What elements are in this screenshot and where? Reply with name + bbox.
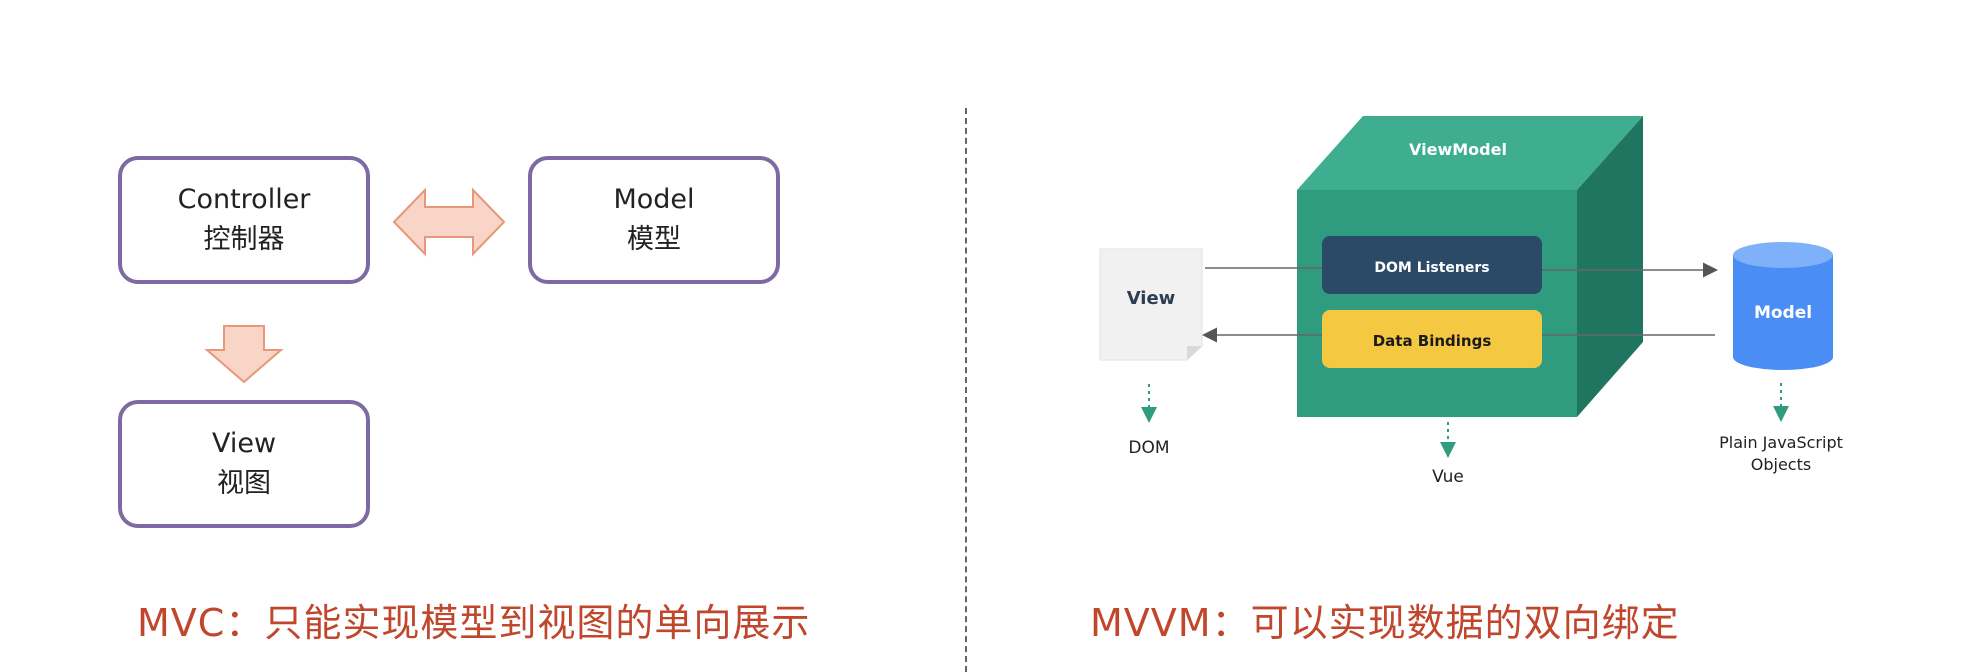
- view-box: View 视图: [118, 400, 370, 528]
- mvvm-view-label: View: [1127, 288, 1176, 309]
- cube-top: [1297, 116, 1643, 190]
- view-label: View: [211, 428, 277, 459]
- data-bindings-label: Data Bindings: [1373, 332, 1492, 350]
- mvvm-caption: MVVM：可以实现数据的双向绑定: [1090, 601, 1680, 645]
- section-divider: [965, 108, 967, 672]
- plain-js-label-line2: Objects: [1751, 455, 1811, 474]
- model-cylinder-icon: [1733, 242, 1833, 370]
- controller-label-cn: 控制器: [203, 224, 285, 255]
- controller-box: Controller 控制器: [118, 156, 370, 284]
- cube-side: [1577, 116, 1643, 417]
- vue-label: Vue: [1432, 467, 1464, 487]
- mvvm-model-label: Model: [1754, 303, 1812, 323]
- model-label: Model: [613, 184, 695, 215]
- plain-js-label-line1: Plain JavaScript: [1719, 433, 1843, 452]
- view-document-icon: [1099, 248, 1203, 361]
- down-arrow-icon: [204, 325, 284, 384]
- cube-front: [1297, 190, 1577, 417]
- controller-label: Controller: [177, 184, 311, 215]
- bidirectional-arrow-icon: [392, 187, 506, 257]
- viewmodel-label: ViewModel: [1409, 140, 1507, 159]
- data-bindings-box: [1322, 310, 1542, 368]
- dom-label: DOM: [1128, 438, 1169, 458]
- view-label-cn: 视图: [217, 468, 271, 499]
- dom-listeners-label: DOM Listeners: [1374, 260, 1489, 276]
- model-label-cn: 模型: [627, 224, 681, 255]
- dom-listeners-box: [1322, 236, 1542, 294]
- mvc-caption: MVC：只能实现模型到视图的单向展示: [137, 601, 811, 645]
- model-box: Model 模型: [528, 156, 780, 284]
